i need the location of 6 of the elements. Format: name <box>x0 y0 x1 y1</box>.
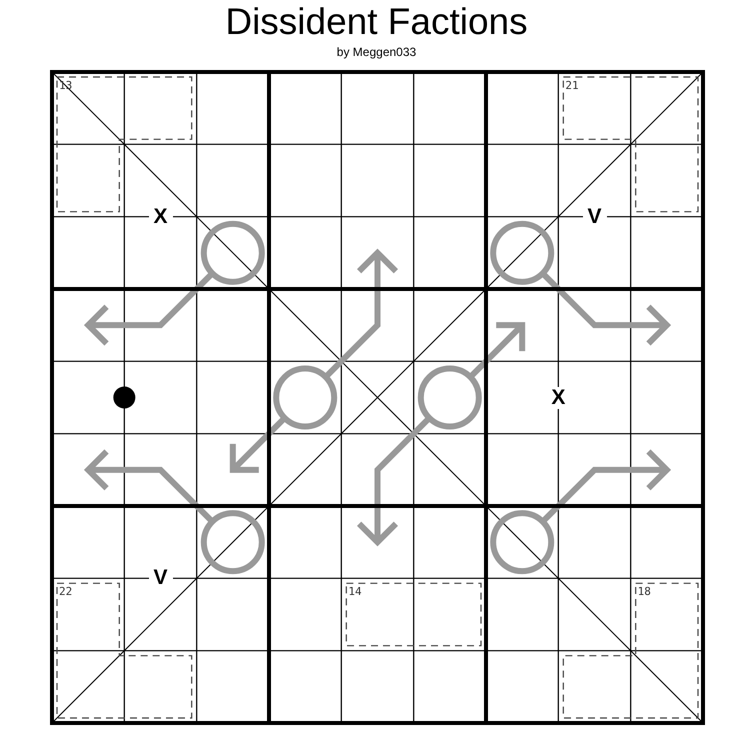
cage-sum: 22 <box>59 586 72 598</box>
author-credit: by Meggen033 <box>336 45 416 59</box>
cage-sum: 18 <box>638 586 651 598</box>
title: Dissident Factions <box>225 2 528 42</box>
cage-sum: 14 <box>348 586 362 598</box>
cage-sum: 21 <box>565 80 579 92</box>
